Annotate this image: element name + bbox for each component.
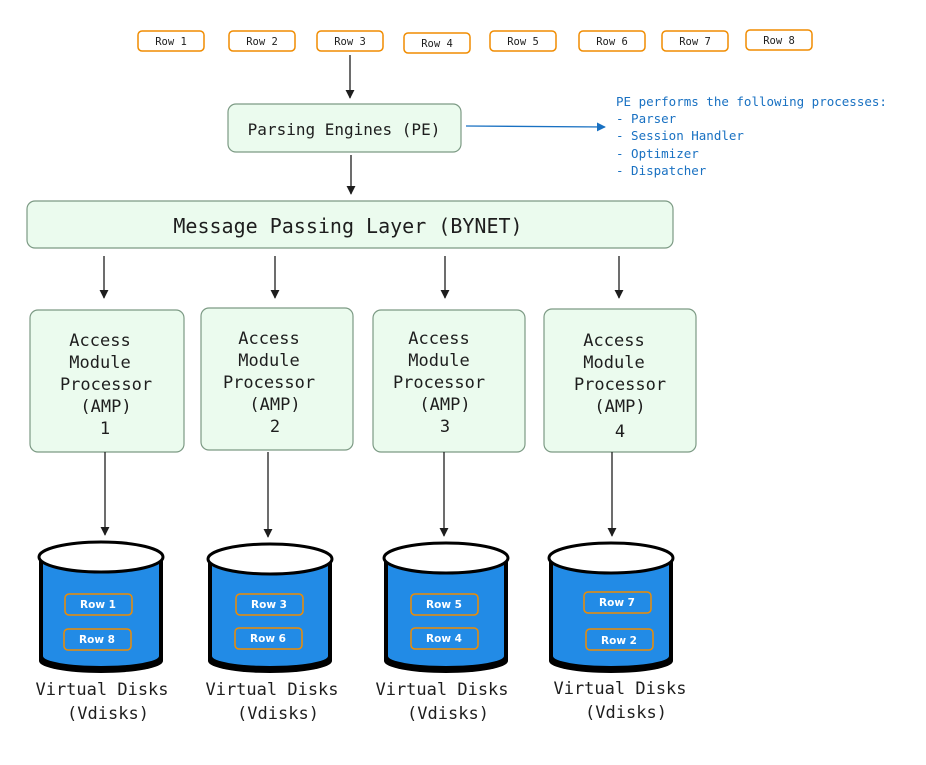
vdisk-row-chip: Row 7 (583, 591, 652, 614)
row-chip: Row 2 (228, 30, 296, 52)
vdisk-cylinder: Row 3 Row 6 (206, 542, 334, 673)
vdisk-row-label: Row 7 (599, 597, 635, 609)
parsing-engine-label: Parsing Engines (PE) (248, 120, 441, 139)
amp-number: 3 (440, 417, 450, 437)
bynet-label: Message Passing Layer (BYNET) (173, 214, 522, 238)
amp-label-line: (AMP) (419, 395, 470, 415)
vdisk-caption-line: Virtual Disks (35, 680, 168, 700)
incoming-rows: Row 1 Row 2 Row 3 Row 4 Row 5 Row 6 Row … (137, 29, 813, 54)
vdisk-row-label: Row 3 (251, 599, 287, 611)
pe-note-item: - Session Handler (616, 128, 744, 143)
vdisk-cylinder: Row 1 Row 8 (37, 540, 165, 673)
amp-number: 2 (270, 417, 280, 437)
row-chip: Row 1 (137, 30, 205, 52)
vdisk-caption-line: Virtual Disks (553, 679, 686, 699)
vdisk-row-chip: Row 2 (585, 628, 654, 651)
pe-processes-note: PE performs the following processes: - P… (616, 94, 887, 178)
vdisk-row-chip: Row 3 (235, 593, 304, 616)
vdisk-cylinder: Row 7 Row 2 (547, 541, 675, 673)
amp-label-line: Processor (393, 373, 485, 393)
pe-to-note-arrow (465, 122, 606, 132)
vdisk-caption-line: (Vdisks) (67, 704, 149, 724)
vdisk-row-label: Row 8 (79, 634, 115, 646)
row-chip: Row 5 (489, 30, 557, 52)
vdisk-row-chip: Row 4 (410, 627, 479, 650)
amp-label-line: Access (583, 331, 644, 351)
row-chip: Row 4 (403, 32, 471, 54)
vdisk-row-label: Row 1 (80, 599, 116, 611)
vdisk-caption-line: (Vdisks) (407, 704, 489, 724)
row-chip: Row 7 (661, 30, 729, 52)
amp-label-line: (AMP) (594, 397, 645, 417)
amp-label-line: Processor (574, 375, 666, 395)
row-chip-label: Row 7 (679, 36, 711, 48)
row-chip-label: Row 4 (421, 38, 453, 50)
row-chip: Row 8 (745, 29, 813, 51)
vdisk-caption-line: (Vdisks) (585, 703, 667, 723)
amp-label-line: Module (238, 351, 299, 371)
amp-label-line: Module (408, 351, 469, 371)
pe-note-item: - Parser (616, 111, 677, 126)
vdisk-row-label: Row 4 (426, 633, 462, 645)
vdisk-row-chip: Row 8 (63, 628, 132, 651)
bynet-box: Message Passing Layer (BYNET) (26, 200, 674, 249)
vdisk-caption-line: Virtual Disks (375, 680, 508, 700)
amp-label-line: Access (238, 329, 299, 349)
amp-box: Access Module Processor (AMP) 4 (543, 308, 697, 453)
row-chip-label: Row 5 (507, 36, 539, 48)
vdisk-row-chip: Row 5 (410, 593, 479, 616)
vdisk-caption-line: (Vdisks) (237, 704, 319, 724)
row-chip-label: Row 1 (155, 36, 187, 48)
vdisk-row-label: Row 2 (601, 635, 637, 647)
amp-label-line: Module (583, 353, 644, 373)
amp-label-line: Access (69, 331, 130, 351)
row-chip: Row 3 (316, 30, 384, 52)
amp-label-line: (AMP) (249, 395, 300, 415)
amp-box: Access Module Processor (AMP) 1 (29, 309, 185, 453)
row-chip-label: Row 2 (246, 36, 278, 48)
amp-box: Access Module Processor (AMP) 2 (200, 307, 354, 451)
row-chip-label: Row 8 (763, 35, 795, 47)
vdisk-captions: Virtual Disks (Vdisks) Virtual Disks (Vd… (35, 679, 686, 724)
parsing-engine-box: Parsing Engines (PE) (227, 103, 462, 153)
amp-label-line: Processor (223, 373, 315, 393)
vdisk-row-label: Row 5 (426, 599, 462, 611)
vdisk-cylinder: Row 5 Row 4 (382, 541, 510, 673)
row-chip: Row 6 (578, 30, 646, 52)
amp-label-line: Access (408, 329, 469, 349)
vdisk-row-chip: Row 6 (234, 627, 303, 650)
pe-note-heading: PE performs the following processes: (616, 94, 887, 109)
vdisk-row-label: Row 6 (250, 633, 286, 645)
amp-box: Access Module Processor (AMP) 3 (372, 309, 526, 453)
amp-label-line: (AMP) (80, 397, 131, 417)
row-chip-label: Row 6 (596, 36, 628, 48)
vdisk-row-chip: Row 1 (64, 593, 133, 616)
pe-note-item: - Optimizer (616, 146, 699, 161)
amp-label-line: Module (69, 353, 130, 373)
vdisk-caption-line: Virtual Disks (205, 680, 338, 700)
amp-number: 1 (100, 419, 110, 439)
row-chip-label: Row 3 (334, 36, 366, 48)
pe-note-item: - Dispatcher (616, 163, 707, 178)
amp-label-line: Processor (60, 375, 152, 395)
amp-number: 4 (615, 422, 625, 442)
